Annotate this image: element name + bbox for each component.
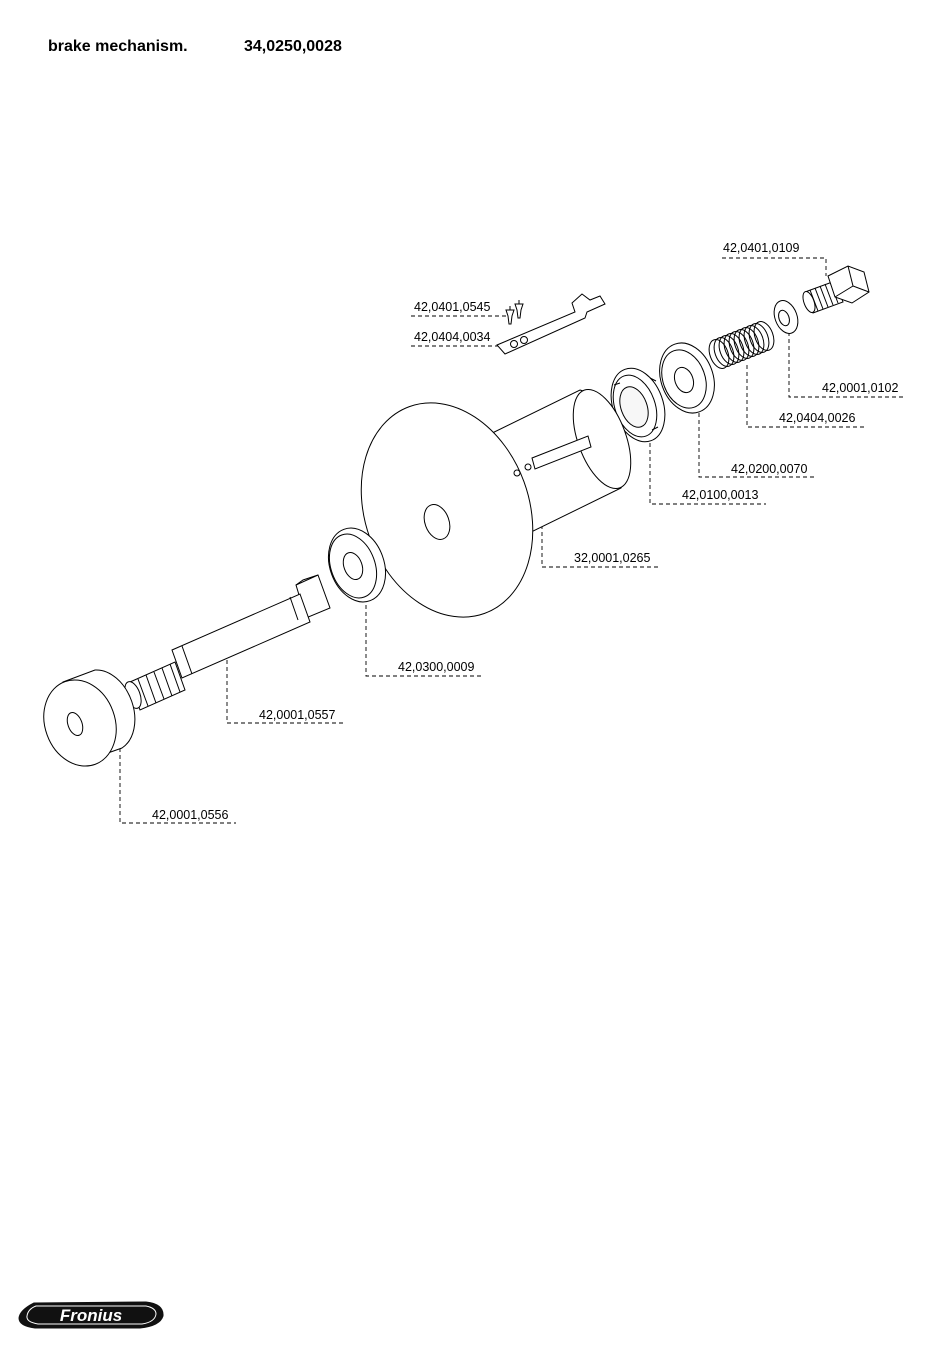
svg-text:42,0100,0013: 42,0100,0013: [682, 488, 759, 502]
label-42-0001-0102: 42,0001,0102: [789, 332, 906, 397]
compression-spring: [705, 319, 777, 371]
brake-hub: [332, 379, 642, 642]
label-42-0404-0034: 42,0404,0034: [411, 330, 508, 346]
svg-text:42,0401,0109: 42,0401,0109: [723, 241, 800, 255]
label-42-0401-0109: 42,0401,0109: [722, 241, 826, 276]
label-42-0404-0026: 42,0404,0026: [747, 365, 864, 427]
screws: [506, 300, 523, 324]
svg-text:32,0001,0265: 32,0001,0265: [574, 551, 651, 565]
leaf-spring-plate: [497, 294, 605, 354]
end-nut: [32, 670, 135, 777]
svg-text:42,0001,0102: 42,0001,0102: [822, 381, 899, 395]
label-42-0001-0557: 42,0001,0557: [227, 646, 343, 723]
label-42-0001-0556: 42,0001,0556: [120, 748, 236, 823]
fronius-logo: Fronius: [19, 1302, 163, 1328]
svg-text:Fronius: Fronius: [60, 1306, 122, 1325]
label-42-0200-0070: 42,0200,0070: [699, 392, 814, 477]
small-washer: [770, 297, 802, 336]
svg-text:42,0300,0009: 42,0300,0009: [398, 660, 475, 674]
shaft: [122, 575, 330, 711]
svg-text:42,0200,0070: 42,0200,0070: [731, 462, 808, 476]
hex-bolt: [801, 266, 869, 314]
svg-text:42,0001,0557: 42,0001,0557: [259, 708, 336, 722]
svg-text:42,0001,0556: 42,0001,0556: [152, 808, 229, 822]
svg-text:42,0404,0026: 42,0404,0026: [779, 411, 856, 425]
label-42-0401-0545: 42,0401,0545: [411, 300, 506, 316]
svg-text:42,0404,0034: 42,0404,0034: [414, 330, 491, 344]
svg-text:42,0401,0545: 42,0401,0545: [414, 300, 491, 314]
